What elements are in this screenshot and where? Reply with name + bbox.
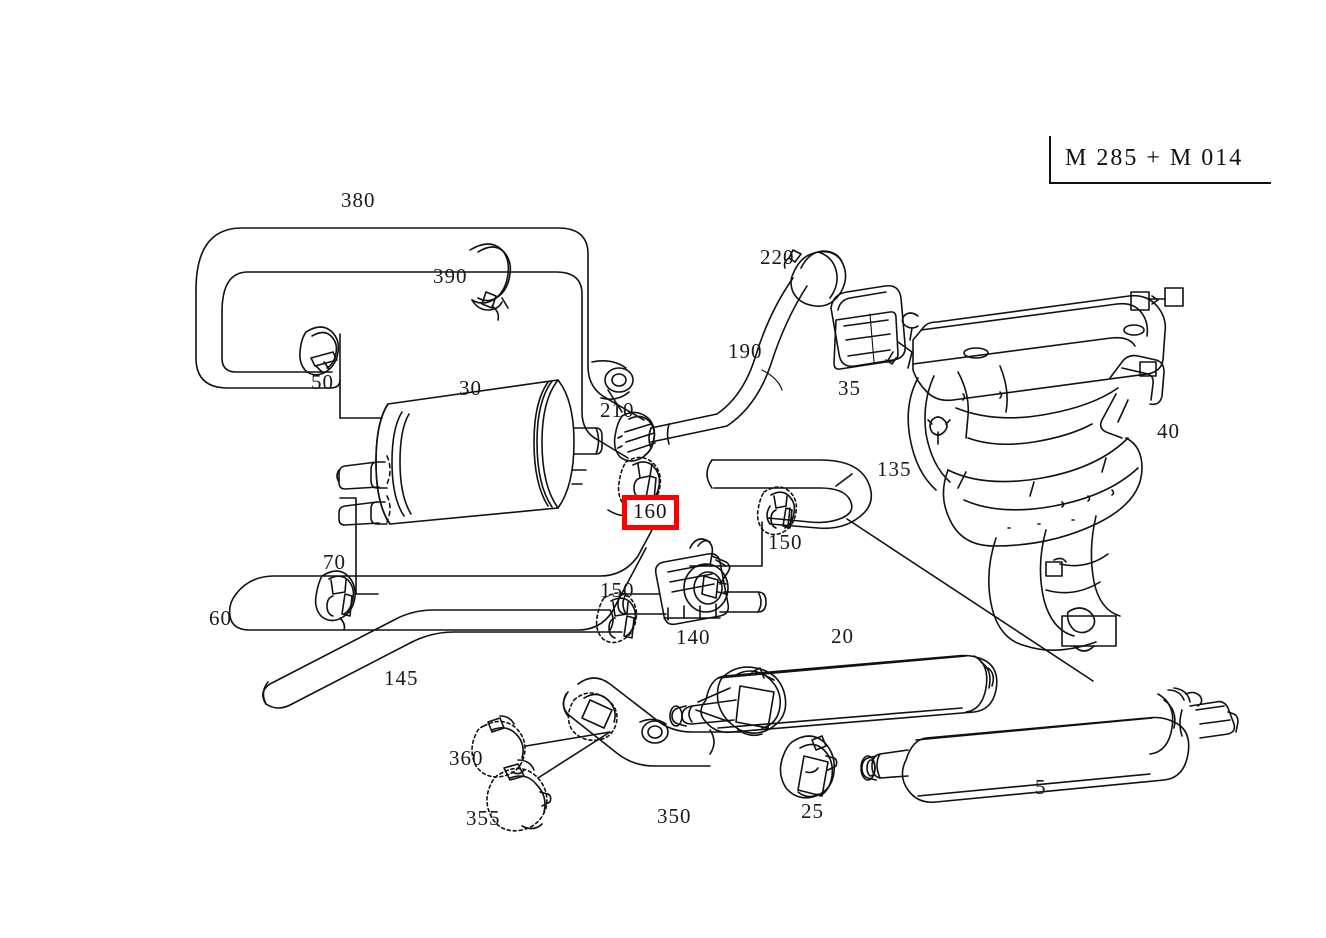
callout-135[interactable]: 135 xyxy=(877,457,912,481)
part-5-muffler xyxy=(860,687,1239,804)
callout-140[interactable]: 140 xyxy=(676,625,711,649)
leader-210 xyxy=(607,389,623,413)
leader-70 xyxy=(339,497,357,595)
part-380-vent-hose xyxy=(195,227,645,459)
leader-355 xyxy=(537,731,611,779)
callout-5[interactable]: 5 xyxy=(1035,775,1047,799)
part-360-clamp xyxy=(471,715,526,778)
callout-150-upper[interactable]: 150 xyxy=(768,530,803,554)
callout-30[interactable]: 30 xyxy=(459,376,482,400)
part-390-clamp xyxy=(469,243,512,321)
part-150b-clamp xyxy=(595,592,638,644)
callout-35[interactable]: 35 xyxy=(838,376,861,400)
callout-360[interactable]: 360 xyxy=(449,746,484,770)
callout-210[interactable]: 210 xyxy=(600,398,635,422)
part-50-clamp xyxy=(299,326,340,376)
part-355-clamp xyxy=(486,759,552,832)
part-145-hose xyxy=(262,609,623,709)
leader-360 xyxy=(525,731,611,747)
callout-60[interactable]: 60 xyxy=(209,606,232,630)
part-25-clamp xyxy=(779,735,838,799)
part-70-clamp xyxy=(314,570,356,631)
callout-220[interactable]: 220 xyxy=(760,245,795,269)
part-135-hose xyxy=(706,459,873,530)
leader-135 xyxy=(835,473,853,487)
part-190-vent-line xyxy=(648,277,808,449)
leader-135-to-muffler xyxy=(846,518,1094,682)
callout-350[interactable]: 350 xyxy=(657,804,692,828)
part-20-muffler xyxy=(669,654,998,737)
callout-355[interactable]: 355 xyxy=(466,806,501,830)
callout-70[interactable]: 70 xyxy=(323,550,346,574)
callout-390[interactable]: 390 xyxy=(433,264,468,288)
callout-150-lower[interactable]: 150 xyxy=(600,578,635,602)
part-350-hose xyxy=(562,677,741,767)
title-box-label: M 285 + M 014 xyxy=(1065,145,1244,171)
callout-190[interactable]: 190 xyxy=(728,339,763,363)
callout-20[interactable]: 20 xyxy=(831,624,854,648)
callout-380[interactable]: 380 xyxy=(341,188,376,212)
part-140-valve xyxy=(617,538,767,626)
callout-50[interactable]: 50 xyxy=(311,370,334,394)
callout-145[interactable]: 145 xyxy=(384,666,419,690)
part-40-bracket xyxy=(901,287,1184,652)
callout-40[interactable]: 40 xyxy=(1157,419,1180,443)
part-220-fitting xyxy=(783,249,847,308)
part-30-canister xyxy=(336,379,603,526)
callout-160-highlighted[interactable]: 160 xyxy=(622,495,679,530)
part-150a-clamp xyxy=(756,486,798,536)
title-box: M 285 + M 014 xyxy=(1049,136,1271,184)
leader-35-bracket xyxy=(897,341,913,369)
callout-25[interactable]: 25 xyxy=(801,799,824,823)
part-35-valve xyxy=(830,284,907,370)
